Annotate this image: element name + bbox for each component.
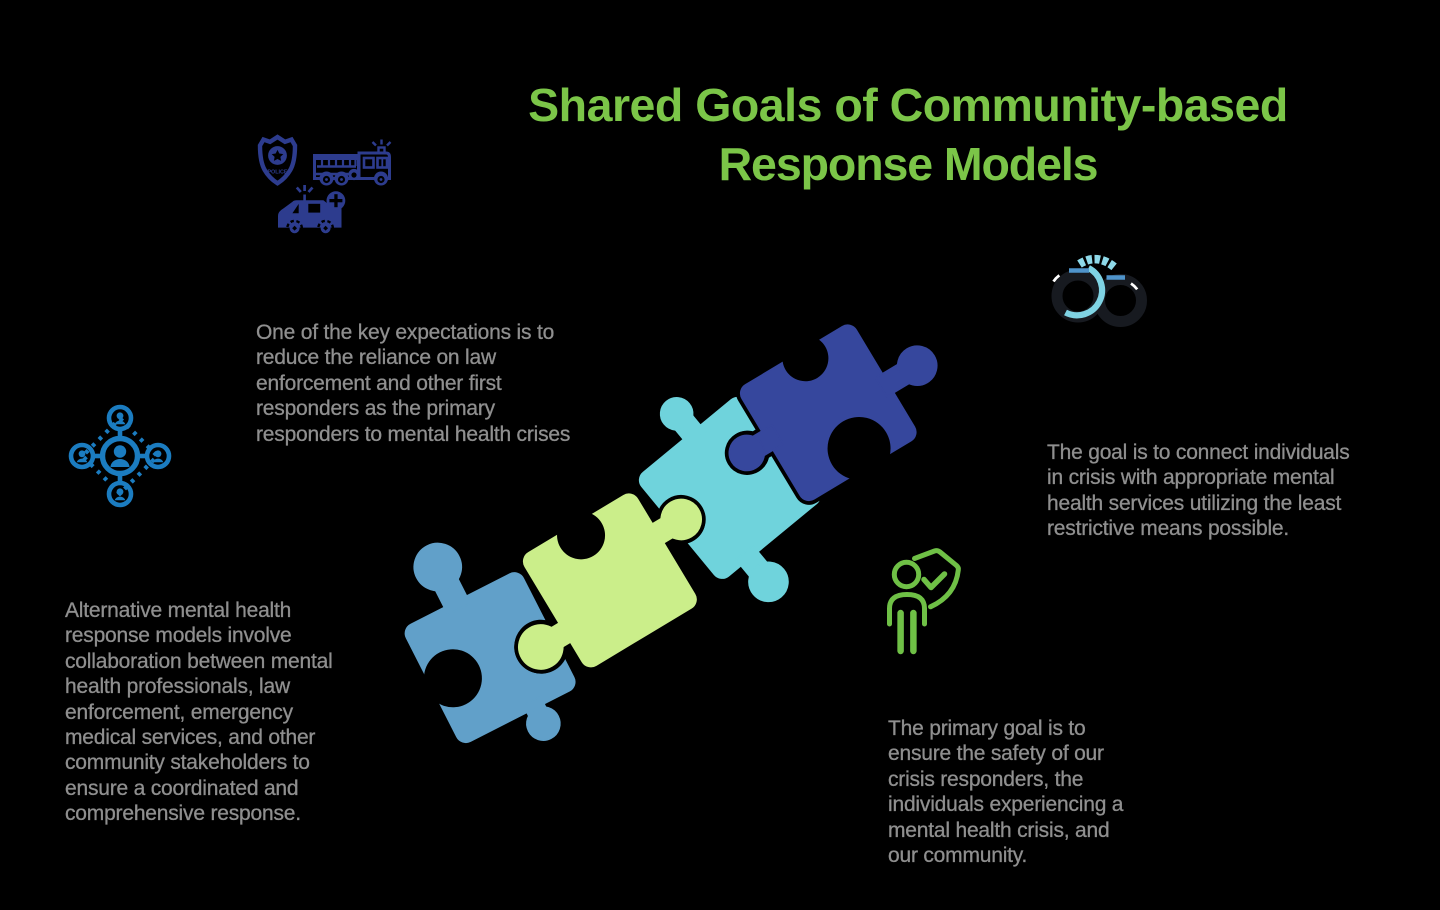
svg-text:POLICE: POLICE xyxy=(267,169,287,175)
